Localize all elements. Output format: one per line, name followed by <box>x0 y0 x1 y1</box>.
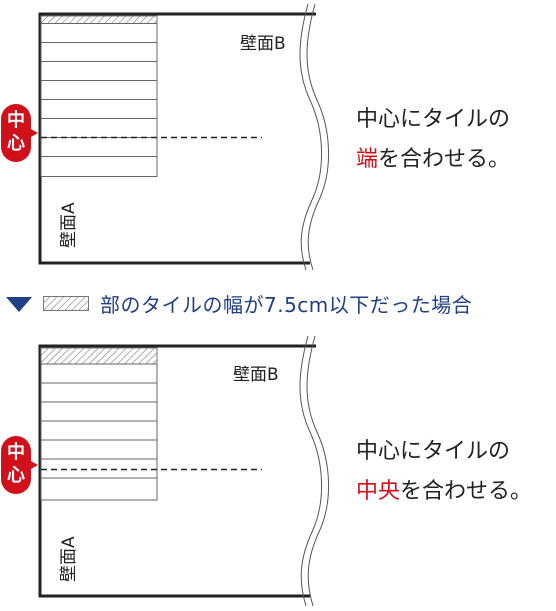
caption-1: 中心にタイルの 端を合わせる。 <box>356 100 510 180</box>
center-badge-pill <box>1 436 31 494</box>
caption-1-highlight: 端 <box>356 147 379 172</box>
room-outline-2 <box>38 344 316 598</box>
tile-stack-1 <box>40 23 158 177</box>
center-badge-label: 中心 <box>7 110 25 154</box>
hatched-tile-2 <box>40 347 158 365</box>
caption-1-line1: 中心にタイルの <box>356 107 511 132</box>
break-line-1a <box>299 3 323 271</box>
caption-1-rest: を合わせる。 <box>378 147 511 172</box>
caption-2-line1: 中心にタイルの <box>356 439 511 464</box>
wall-b-label-2: 壁面B <box>233 365 279 385</box>
hatched-swatch-icon <box>43 296 89 311</box>
break-line-1b <box>306 3 330 271</box>
condition-banner: 部のタイルの幅が7.5cm以下だった場合 <box>6 292 554 318</box>
panel-2-diagram <box>38 335 330 607</box>
caption-2: 中心にタイルの 中央を合わせる。 <box>356 432 532 512</box>
wall-b-label-1: 壁面B <box>240 34 286 54</box>
caption-2-rest: を合わせる。 <box>400 479 533 504</box>
room-outline-1 <box>38 12 316 265</box>
center-pointer-icon <box>29 460 38 470</box>
down-triangle-icon <box>6 297 32 312</box>
center-badge-1: 中心 <box>1 104 41 162</box>
caption-2-highlight: 中央 <box>356 479 401 504</box>
hatched-tile-1 <box>40 15 158 24</box>
center-badge-pill <box>1 104 31 162</box>
panel-1-diagram <box>38 3 330 271</box>
break-line-2a <box>299 335 323 607</box>
center-badge-label: 中心 <box>7 442 25 486</box>
tile-stack-2 <box>40 363 158 501</box>
center-badge-2: 中心 <box>1 436 41 494</box>
wall-a-label-2: 壁面A <box>59 536 79 582</box>
wall-a-label-1: 壁面A <box>59 202 79 248</box>
condition-text: 部のタイルの幅が7.5cm以下だった場合 <box>100 293 473 317</box>
caption-2-line2: 中央を合わせる。 <box>356 472 532 512</box>
center-pointer-icon <box>29 128 38 138</box>
break-line-2b <box>306 335 330 607</box>
caption-1-line2: 端を合わせる。 <box>356 140 510 180</box>
